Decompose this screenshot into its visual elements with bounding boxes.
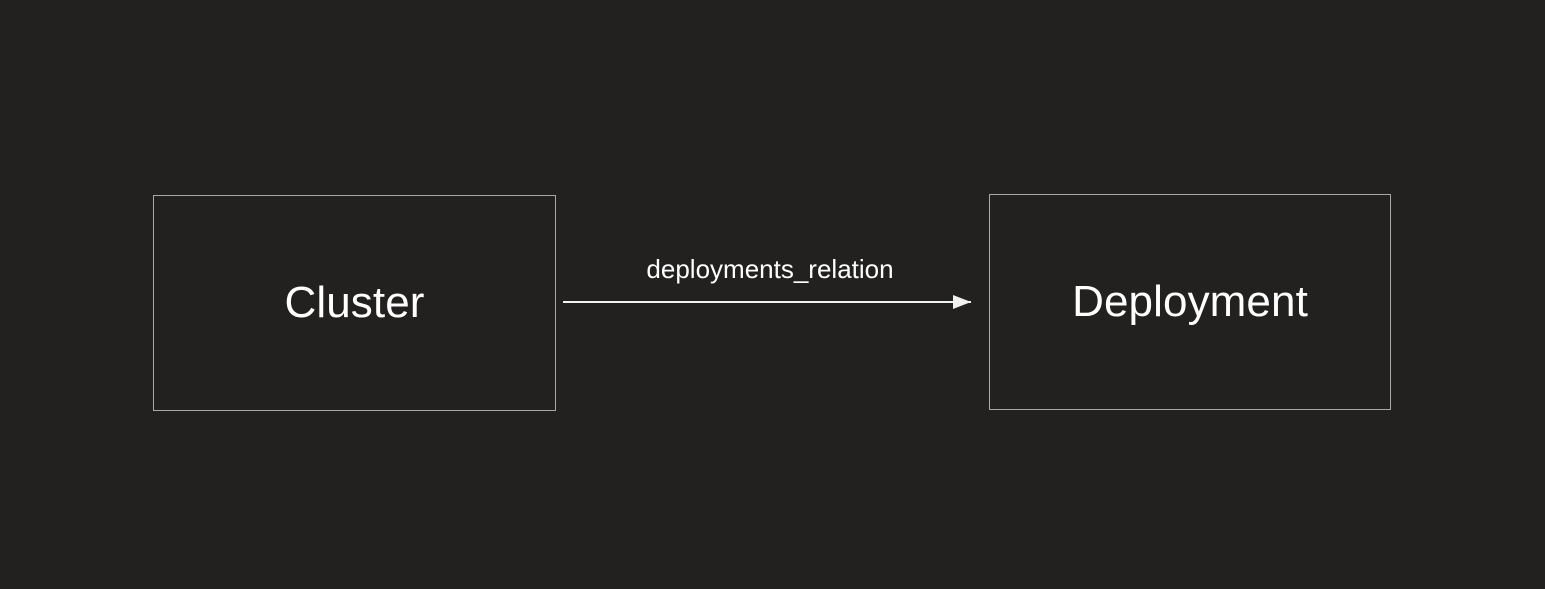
entity-node-deployment[interactable]: Deployment [989, 194, 1391, 410]
edge-label-deployments-relation: deployments_relation [646, 254, 894, 284]
entity-node-deployment-label: Deployment [1072, 277, 1308, 326]
entity-node-cluster[interactable]: Cluster [153, 195, 556, 411]
entity-node-cluster-label: Cluster [284, 278, 425, 327]
